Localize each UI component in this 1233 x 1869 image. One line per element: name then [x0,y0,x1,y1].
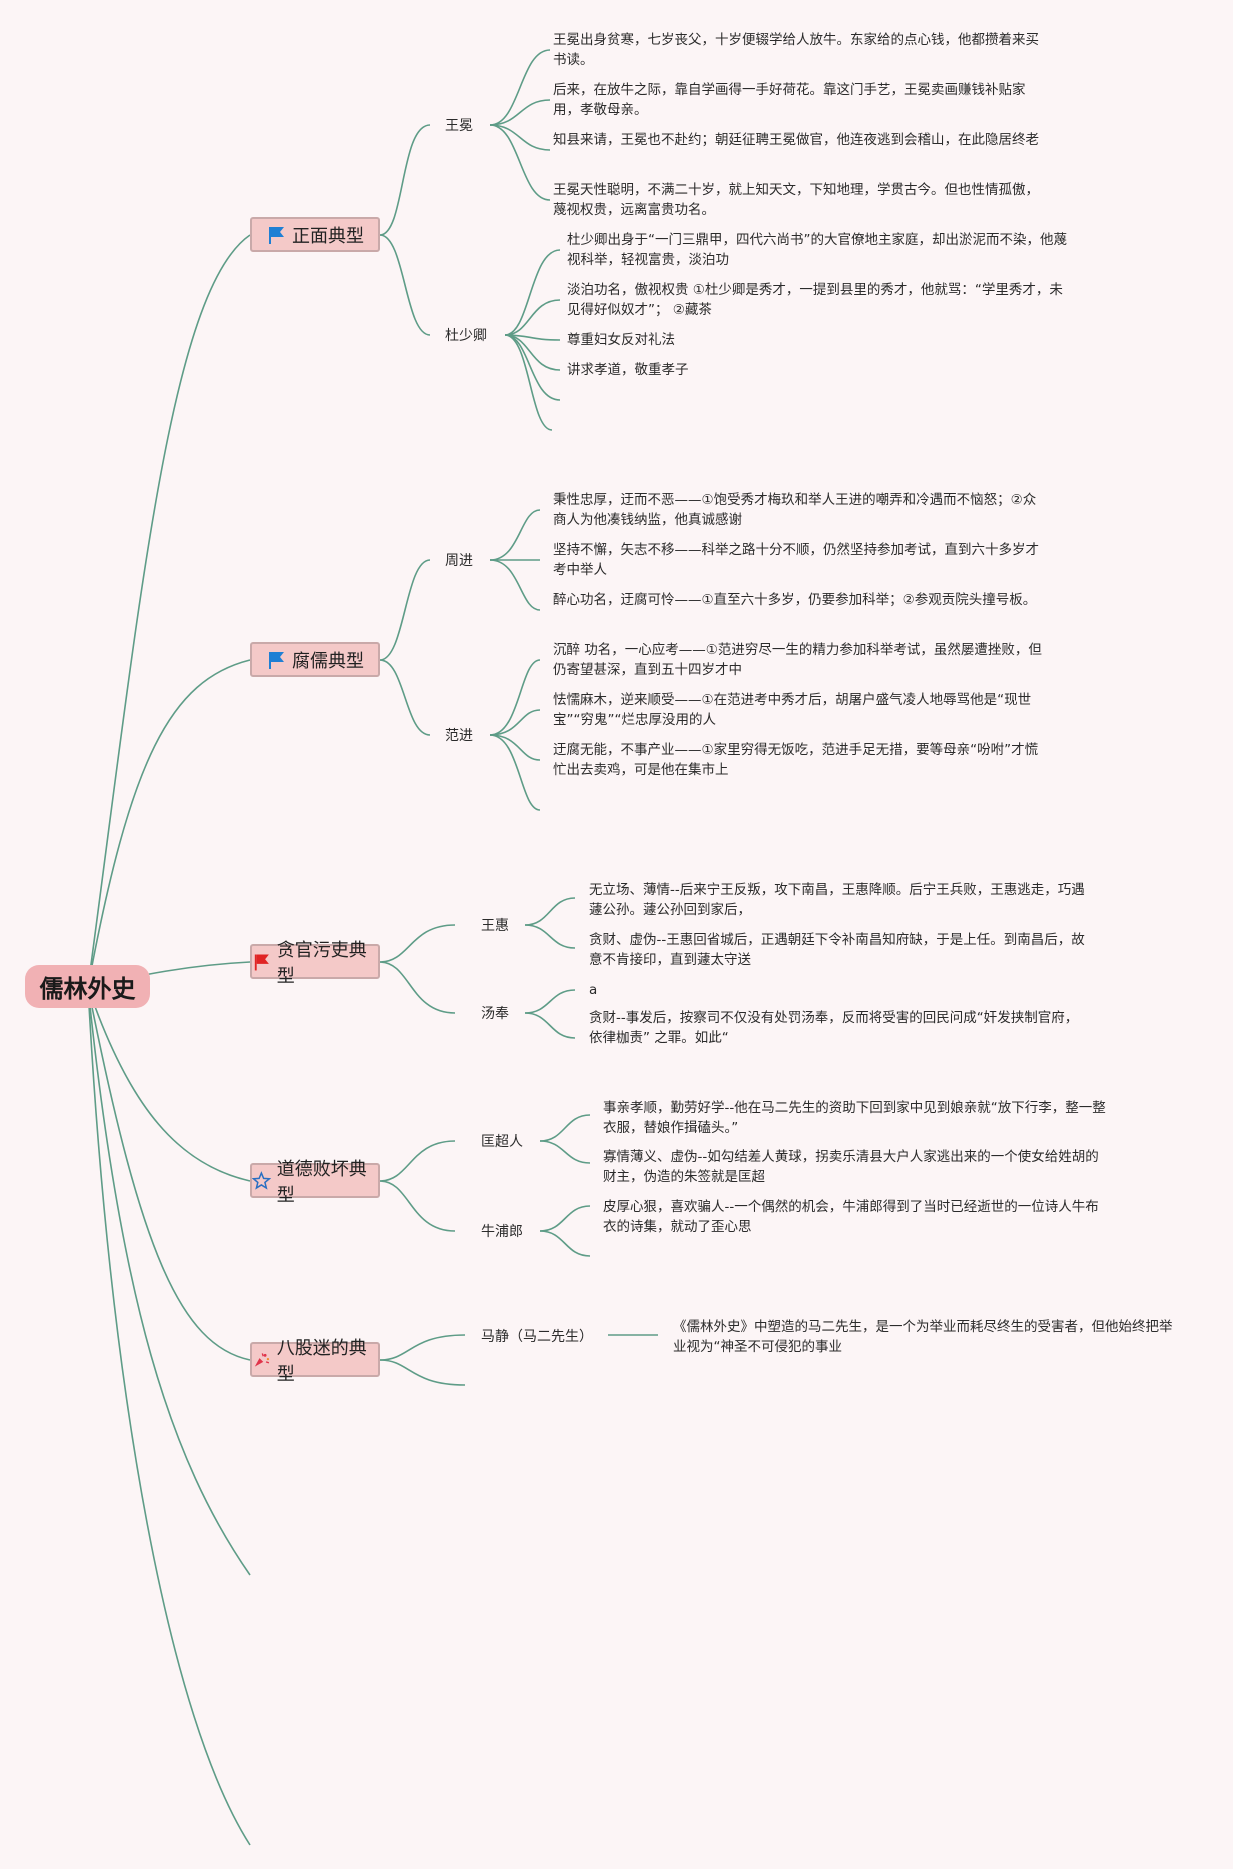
category-eight-legged-essay[interactable]: 八股迷的典型 [250,1338,380,1385]
leaf-wangmian-3[interactable]: 知县来请，王冕也不赴约；朝廷征聘王冕做官，他连夜逃到会稽山，在此隐居终老 [553,132,1039,148]
leaf-wanghui-2[interactable]: 贪财、虚伪--王惠回省城后，正遇朝廷下令补南昌知府缺，于是上任。到南昌后，故意不… [589,932,1085,968]
category-corrupt-officials[interactable]: 贪官污吏典型 [250,940,380,987]
leaf-dushaoqing-2[interactable]: 淡泊功名，傲视权贵 ①杜少卿是秀才，一提到县里的秀才，他就骂：“学里秀才，未见得… [567,282,1063,318]
leaf-kuangchaoren-1[interactable]: 事亲孝顺，勤劳好学--他在马二先生的资助下回到家中见到娘亲就“放下行李，整一整衣… [603,1100,1106,1136]
person-niupulang[interactable]: 牛浦郎 [481,1224,523,1240]
category-label: 正面典型 [292,225,364,247]
leaf-wangmian-4[interactable]: 王冕天性聪明，不满二十岁，就上知天文，下知地理，学贯古今。但也性情孤傲，蔑视权贵… [553,182,1039,218]
leaf-wangmian-1[interactable]: 王冕出身贫寒，七岁丧父，十岁便辍学给人放牛。东家给的点心钱，他都攒着来买书读。 [553,32,1039,68]
leaf-zhoujin-1[interactable]: 秉性忠厚，迂而不恶——①饱受秀才梅玖和举人王进的嘲弄和冷遇而不恼怒；②众商人为他… [553,492,1037,528]
leaf-fanjin-3[interactable]: 迂腐无能，不事产业——①家里穷得无饭吃，范进手足无措，要等母亲“吩咐”才慌忙出去… [553,742,1039,778]
category-immoral[interactable]: 道德败坏典型 [250,1159,380,1206]
category-label: 贪官污吏典型 [276,939,367,987]
person-zhoujin[interactable]: 周进 [445,553,473,569]
category-label: 腐儒典型 [292,650,364,672]
leaf-zhoujin-2[interactable]: 坚持不懈，矢志不移——科举之路十分不顺，仍然坚持参加考试，直到六十多岁才考中举人 [553,542,1039,578]
root-topic[interactable]: 儒林外史 [25,965,150,1008]
leaf-dushaoqing-3[interactable]: 尊重妇女反对礼法 [567,332,675,348]
leaf-majing-1[interactable]: 《儒林外史》中塑造的马二先生，是一个为举业而耗尽终生的受害者，但他始终把举业视为… [673,1319,1173,1355]
person-tangfeng[interactable]: 汤奉 [481,1006,509,1022]
leaf-niupulang-1[interactable]: 皮厚心狠，喜欢骗人--一个偶然的机会，牛浦郎得到了当时已经逝世的一位诗人牛布衣的… [603,1199,1099,1235]
leaf-tangfeng-2[interactable]: 贪财--事发后，按察司不仅没有处罚汤奉，反而将受害的回民问成“奸发挟制官府，依律… [589,1010,1079,1046]
category-label: 八股迷的典型 [276,1337,367,1385]
leaf-dushaoqing-4[interactable]: 讲求孝道，敬重孝子 [567,362,689,378]
person-wanghui[interactable]: 王惠 [481,918,509,934]
leaf-wangmian-2[interactable]: 后来，在放牛之际，靠自学画得一手好荷花。靠这门手艺，王冕卖画赚钱补贴家用，孝敬母… [553,82,1026,118]
person-wangmian[interactable]: 王冕 [445,118,473,134]
star-outline-icon [252,1170,271,1190]
blue-flag-icon [269,651,284,669]
leaf-dushaoqing-1[interactable]: 杜少卿出身于“一门三鼎甲，四代六尚书”的大官僚地主家庭，却出淤泥而不染，他蔑视科… [567,232,1067,268]
leaf-wanghui-1[interactable]: 无立场、薄情--后来宁王反叛，攻下南昌，王惠降顺。后宁王兵败，王惠逃走，巧遇蘧公… [589,882,1085,918]
leaf-kuangchaoren-2[interactable]: 寡情薄义、虚伪--如勾结差人黄球，拐卖乐清县大户人家逃出来的一个使女给姓胡的财主… [603,1149,1099,1185]
leaf-fanjin-1[interactable]: 沉醉 功名，一心应考——①范进穷尽一生的精力参加科举考试，虽然屡遭挫败，但仍寄望… [553,642,1042,678]
red-flag-icon [254,954,269,970]
leaf-zhoujin-3[interactable]: 醉心功名，迂腐可怜——①直至六十多岁，仍要参加科举；②参观贡院头撞号板。 [553,592,1037,608]
person-majing[interactable]: 马静（马二先生） [481,1329,593,1345]
blue-flag-icon [269,226,284,244]
category-positive[interactable]: 正面典型 [250,217,380,252]
leaf-fanjin-2[interactable]: 怯懦麻木，逆来顺受——①在范进考中秀才后，胡屠户盛气凌人地辱骂他是“现世宝”“穷… [553,692,1032,728]
person-kuangchaoren[interactable]: 匡超人 [481,1134,523,1150]
person-dushaoqing[interactable]: 杜少卿 [445,328,487,344]
category-pedant[interactable]: 腐儒典型 [250,642,380,677]
person-fanjin[interactable]: 范进 [445,728,473,744]
leaf-tangfeng-1[interactable]: a [589,982,598,998]
category-label: 道德败坏典型 [276,1158,367,1206]
party-popper-icon [254,1352,270,1367]
